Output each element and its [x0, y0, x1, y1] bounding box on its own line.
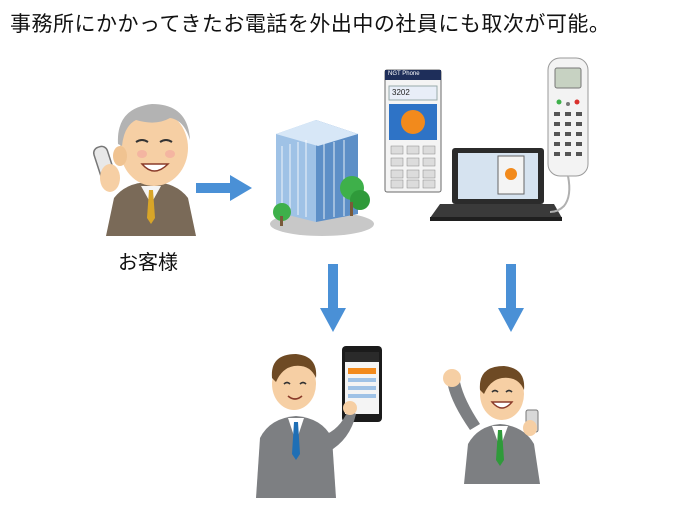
customer-illustration: [92, 104, 196, 236]
arrow-down-icon: [320, 264, 346, 332]
customer-label: お客様: [118, 250, 178, 274]
page-title: 事務所にかかってきたお電話を外出中の社員にも取次が可能。: [10, 12, 611, 36]
employee-smartphone-illustration: [256, 346, 382, 498]
softphone-brand: NGT Phone: [388, 71, 420, 77]
employee-cheering-illustration: [443, 366, 540, 484]
arrow-right-icon: [196, 175, 252, 201]
softphone-window: [384, 69, 442, 193]
ip-phone-illustration: [547, 57, 589, 213]
laptop-illustration: [430, 148, 562, 221]
arrow-down-icon: [498, 264, 524, 332]
office-building-illustration: [270, 120, 374, 236]
softphone-number: 3202: [392, 88, 410, 97]
